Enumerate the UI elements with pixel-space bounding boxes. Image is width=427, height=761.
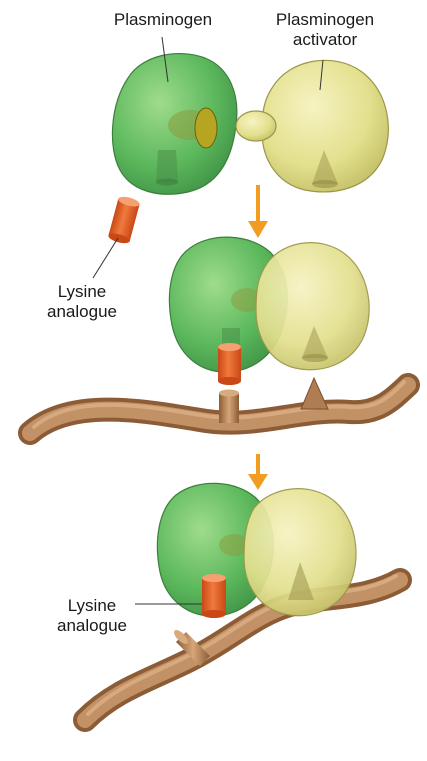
- process-arrow-1: [248, 185, 268, 238]
- lysine-label-1-line-2: analogue: [32, 302, 132, 322]
- lysine-analogue-cylinder: [107, 195, 140, 245]
- plasminogen-label: Plasminogen: [108, 10, 218, 30]
- lysine-label-1-line-1: Lysine: [32, 282, 132, 302]
- plasminogen-cleavage-site: [156, 150, 178, 182]
- stage-2: [30, 237, 408, 433]
- fibrin-lysine-residue: [219, 390, 239, 424]
- plasminogen-lysine-site: [195, 108, 217, 148]
- lysine-analogue-label-1: Lysine analogue: [32, 282, 132, 322]
- process-arrow-2: [248, 454, 268, 490]
- lysine-analogue-leader: [93, 238, 118, 278]
- fibrin-activator-binding-site: [301, 378, 328, 409]
- activator-label-line-1: Plasminogen: [265, 10, 385, 30]
- lysine-analogue-cylinder: [218, 343, 241, 385]
- lysine-analogue-label-2: Lysine analogue: [42, 596, 142, 636]
- lysine-label-2-line-1: Lysine: [42, 596, 142, 616]
- plasminogen-activator-label: Plasminogen activator: [265, 10, 385, 50]
- lysine-analogue-cylinder: [202, 574, 226, 618]
- activator-label-line-2: activator: [265, 30, 385, 50]
- lysine-label-2-line-2: analogue: [42, 616, 142, 636]
- activator-protrusion: [236, 111, 276, 141]
